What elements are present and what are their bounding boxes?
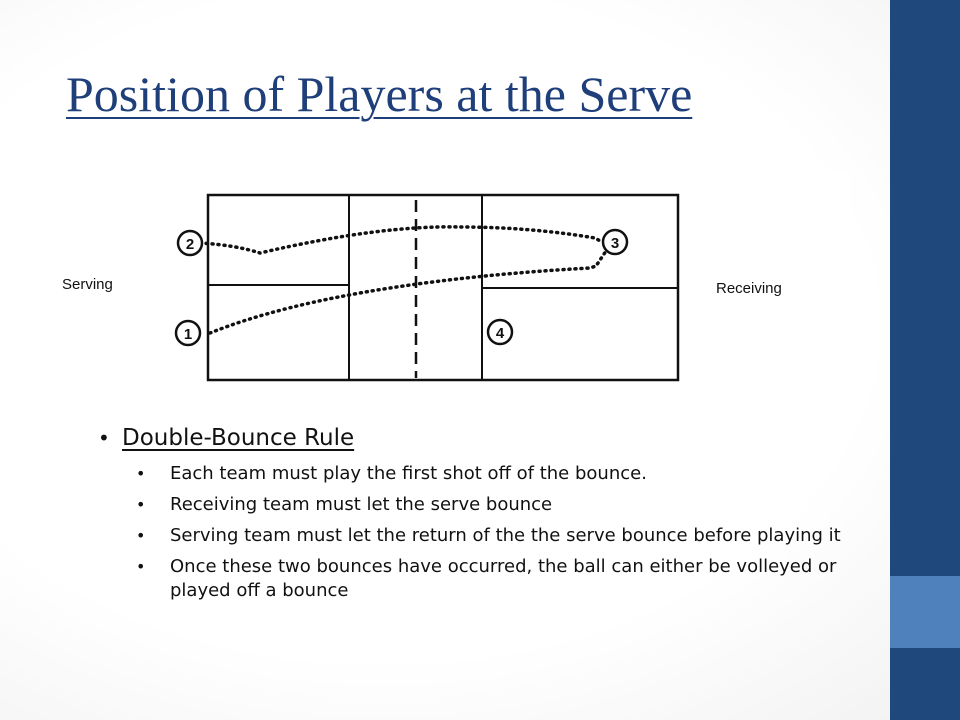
sidebar-accent-light bbox=[890, 576, 960, 648]
sub-bullet-item: Receiving team must let the serve bounce bbox=[104, 493, 844, 517]
player-3-marker: 3 bbox=[601, 228, 629, 256]
court-diagram-svg: 2 1 3 4 Serving Receiving bbox=[62, 193, 782, 382]
serve-path-from-2 bbox=[198, 225, 604, 255]
sub-bullet-item: Serving team must let the return of the … bbox=[104, 524, 844, 548]
player-1-marker: 1 bbox=[174, 319, 202, 347]
sidebar-accent-dark-bottom bbox=[890, 648, 960, 720]
bullet-heading: Double-Bounce Rule bbox=[122, 425, 355, 451]
slide-title: Position of Players at the Serve bbox=[66, 66, 693, 122]
player-4-label: 4 bbox=[496, 325, 505, 342]
receiving-label: Receiving bbox=[716, 280, 782, 297]
sub-bullet-list: Each team must play the first shot off o… bbox=[104, 462, 844, 603]
bullet-heading-item: Double-Bounce Rule bbox=[98, 420, 844, 456]
court-diagram: 2 1 3 4 Serving Receiving bbox=[50, 170, 850, 395]
sub-bullet-container: Each team must play the first shot off o… bbox=[104, 462, 844, 603]
player-2-label: 2 bbox=[186, 236, 194, 253]
player-4-marker: 4 bbox=[486, 318, 514, 346]
player-1-label: 1 bbox=[184, 326, 192, 343]
sub-bullet-item: Each team must play the first shot off o… bbox=[104, 462, 844, 486]
sidebar-accent-dark bbox=[890, 0, 960, 576]
player-2-marker: 2 bbox=[176, 229, 204, 257]
serve-path-from-1 bbox=[208, 243, 612, 335]
serving-label: Serving bbox=[62, 276, 113, 293]
player-3-label: 3 bbox=[611, 235, 619, 252]
bullet-list: Double-Bounce Rule Each team must play t… bbox=[98, 420, 844, 610]
sub-bullet-item: Once these two bounces have occurred, th… bbox=[104, 555, 844, 603]
